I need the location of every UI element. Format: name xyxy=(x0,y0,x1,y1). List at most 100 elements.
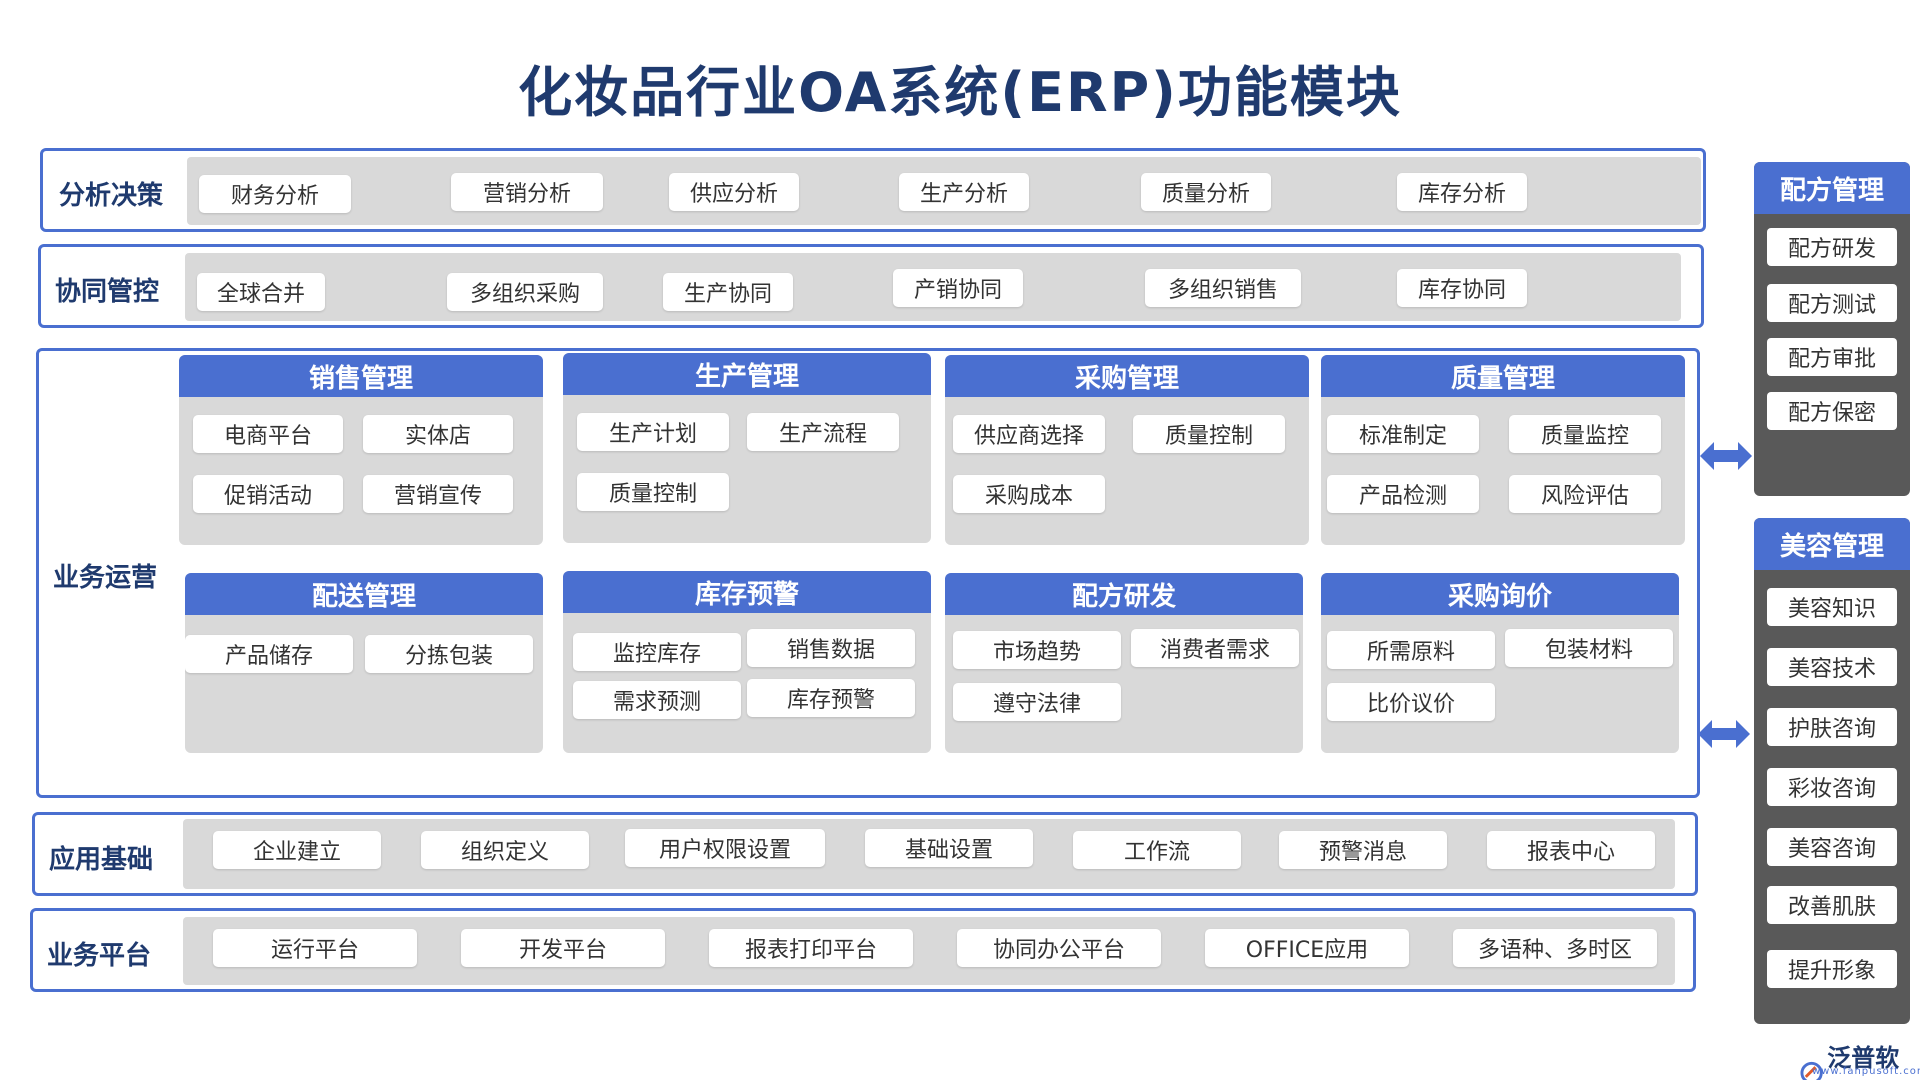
double-arrow-icon xyxy=(1698,720,1750,748)
chip-quality-monitor[interactable]: 质量监控 xyxy=(1509,415,1661,453)
row-label: 业务平台 xyxy=(47,941,152,971)
chip-formula-testing[interactable]: 配方测试 xyxy=(1767,284,1897,322)
module-title: 配方研发 xyxy=(945,573,1303,615)
chip-standard-setting[interactable]: 标准制定 xyxy=(1327,415,1479,453)
chip-physical-store[interactable]: 实体店 xyxy=(363,415,513,453)
chip-marketing[interactable]: 营销宣传 xyxy=(363,475,513,513)
row-label: 协同管控 xyxy=(55,277,160,307)
chip-sorting-packing[interactable]: 分拣包装 xyxy=(365,635,533,673)
chip-promotion[interactable]: 促销活动 xyxy=(193,475,343,513)
chip-supply-analysis[interactable]: 供应分析 xyxy=(669,173,799,211)
row-panel: 全球合并 多组织采购 生产协同 产销协同 多组织销售 库存协同 xyxy=(185,253,1681,321)
chip-user-permissions[interactable]: 用户权限设置 xyxy=(625,829,825,867)
sidebar-formula-management: 配方管理 配方研发 配方测试 配方审批 配方保密 xyxy=(1754,162,1910,496)
chip-quality-analysis[interactable]: 质量分析 xyxy=(1141,173,1271,211)
module-production: 生产管理 生产计划 生产流程 质量控制 xyxy=(563,353,931,543)
chip-inventory-analysis[interactable]: 库存分析 xyxy=(1397,173,1527,211)
module-title: 生产管理 xyxy=(563,353,931,395)
chip-production-plan[interactable]: 生产计划 xyxy=(577,413,729,451)
row-operations: 业务运营 销售管理 电商平台 实体店 促销活动 营销宣传 生产管理 生产计划 生… xyxy=(36,348,1700,798)
chip-formula-approval[interactable]: 配方审批 xyxy=(1767,338,1897,376)
chip-formula-confidential[interactable]: 配方保密 xyxy=(1767,392,1897,430)
module-purchase-inquiry: 采购询价 所需原料 包装材料 比价议价 xyxy=(1321,573,1679,753)
chip-quality-control[interactable]: 质量控制 xyxy=(1133,415,1285,453)
chip-dev-platform[interactable]: 开发平台 xyxy=(461,929,665,967)
chip-multi-org-sales[interactable]: 多组织销售 xyxy=(1145,269,1301,307)
module-title: 采购管理 xyxy=(945,355,1309,397)
chip-risk-assessment[interactable]: 风险评估 xyxy=(1509,475,1661,513)
chip-makeup-consult[interactable]: 彩妆咨询 xyxy=(1767,768,1897,806)
chip-market-trend[interactable]: 市场趋势 xyxy=(953,631,1121,669)
row-label: 分析决策 xyxy=(59,181,164,211)
chip-production-collab[interactable]: 生产协同 xyxy=(663,273,793,311)
chip-multi-org-purchase[interactable]: 多组织采购 xyxy=(447,273,603,311)
module-title: 库存预警 xyxy=(563,571,931,613)
row-panel: 运行平台 开发平台 报表打印平台 协同办公平台 OFFICE应用 多语种、多时区 xyxy=(183,917,1675,985)
chip-beauty-consult[interactable]: 美容咨询 xyxy=(1767,828,1897,866)
chip-runtime-platform[interactable]: 运行平台 xyxy=(213,929,417,967)
chip-purchase-cost[interactable]: 采购成本 xyxy=(953,475,1105,513)
module-formula-rd: 配方研发 市场趋势 消费者需求 遵守法律 xyxy=(945,573,1303,753)
row-panel: 企业建立 组织定义 用户权限设置 基础设置 工作流 预警消息 报表中心 xyxy=(183,819,1675,889)
row-foundation: 应用基础 企业建立 组织定义 用户权限设置 基础设置 工作流 预警消息 报表中心 xyxy=(32,812,1698,896)
module-title: 采购询价 xyxy=(1321,573,1679,615)
chip-office-app[interactable]: OFFICE应用 xyxy=(1205,929,1409,967)
chip-global-consolidation[interactable]: 全球合并 xyxy=(197,273,325,311)
module-sales: 销售管理 电商平台 实体店 促销活动 营销宣传 xyxy=(179,355,543,545)
chip-beauty-knowledge[interactable]: 美容知识 xyxy=(1767,588,1897,626)
row-platform: 业务平台 运行平台 开发平台 报表打印平台 协同办公平台 OFFICE应用 多语… xyxy=(30,908,1696,992)
chip-report-center[interactable]: 报表中心 xyxy=(1487,831,1655,869)
chip-price-comparison[interactable]: 比价议价 xyxy=(1327,683,1495,721)
chip-formula-rd[interactable]: 配方研发 xyxy=(1767,228,1897,266)
logo-url: www.fanpusoft.com xyxy=(1812,1066,1920,1077)
chip-multilingual[interactable]: 多语种、多时区 xyxy=(1453,929,1657,967)
chip-ecommerce[interactable]: 电商平台 xyxy=(193,415,343,453)
module-quality: 质量管理 标准制定 质量监控 产品检测 风险评估 xyxy=(1321,355,1685,545)
sidebar-title: 配方管理 xyxy=(1754,162,1910,214)
module-title: 销售管理 xyxy=(179,355,543,397)
row-panel: 财务分析 营销分析 供应分析 生产分析 质量分析 库存分析 xyxy=(187,157,1701,225)
chip-inventory-collab[interactable]: 库存协同 xyxy=(1397,269,1527,307)
chip-demand-forecast[interactable]: 需求预测 xyxy=(573,681,741,719)
chip-workflow[interactable]: 工作流 xyxy=(1073,831,1241,869)
row-analysis: 分析决策 财务分析 营销分析 供应分析 生产分析 质量分析 库存分析 xyxy=(40,148,1706,232)
page-title: 化妆品行业OA系统(ERP)功能模块 xyxy=(518,61,1402,124)
logo-icon xyxy=(1800,1061,1823,1080)
chip-improve-skin[interactable]: 改善肌肤 xyxy=(1767,886,1897,924)
module-delivery: 配送管理 产品储存 分拣包装 xyxy=(185,573,543,753)
chip-quality-control[interactable]: 质量控制 xyxy=(577,473,729,511)
chip-prod-sales-collab[interactable]: 产销协同 xyxy=(893,269,1023,307)
row-label: 应用基础 xyxy=(49,845,154,875)
chip-packaging-materials[interactable]: 包装材料 xyxy=(1505,629,1673,667)
chip-report-print-platform[interactable]: 报表打印平台 xyxy=(709,929,913,967)
module-title: 质量管理 xyxy=(1321,355,1685,397)
chip-beauty-technique[interactable]: 美容技术 xyxy=(1767,648,1897,686)
sidebar-beauty-management: 美容管理 美容知识 美容技术 护肤咨询 彩妆咨询 美容咨询 改善肌肤 提升形象 xyxy=(1754,518,1910,1024)
row-label: 业务运营 xyxy=(53,563,158,593)
module-title: 配送管理 xyxy=(185,573,543,615)
chip-production-flow[interactable]: 生产流程 xyxy=(747,413,899,451)
chip-marketing-analysis[interactable]: 营销分析 xyxy=(451,173,603,211)
chip-improve-image[interactable]: 提升形象 xyxy=(1767,950,1897,988)
chip-office-collab-platform[interactable]: 协同办公平台 xyxy=(957,929,1161,967)
chip-production-analysis[interactable]: 生产分析 xyxy=(899,173,1029,211)
sidebar-title: 美容管理 xyxy=(1754,518,1910,570)
chip-supplier-selection[interactable]: 供应商选择 xyxy=(953,415,1105,453)
module-purchasing: 采购管理 供应商选择 质量控制 采购成本 xyxy=(945,355,1309,545)
chip-monitor-inventory[interactable]: 监控库存 xyxy=(573,633,741,671)
chip-consumer-demand[interactable]: 消费者需求 xyxy=(1131,629,1299,667)
chip-inventory-alert[interactable]: 库存预警 xyxy=(747,679,915,717)
chip-org-definition[interactable]: 组织定义 xyxy=(421,831,589,869)
chip-sales-data[interactable]: 销售数据 xyxy=(747,629,915,667)
chip-product-storage[interactable]: 产品储存 xyxy=(185,635,353,673)
chip-basic-settings[interactable]: 基础设置 xyxy=(865,829,1033,867)
double-arrow-icon xyxy=(1700,442,1752,470)
chip-raw-materials[interactable]: 所需原料 xyxy=(1327,631,1495,669)
chip-skincare-consult[interactable]: 护肤咨询 xyxy=(1767,708,1897,746)
chip-alert-messages[interactable]: 预警消息 xyxy=(1279,831,1447,869)
chip-product-testing[interactable]: 产品检测 xyxy=(1327,475,1479,513)
module-inventory-alert: 库存预警 监控库存 销售数据 需求预测 库存预警 xyxy=(563,571,931,753)
chip-enterprise-setup[interactable]: 企业建立 xyxy=(213,831,381,869)
chip-financial-analysis[interactable]: 财务分析 xyxy=(199,175,351,213)
chip-legal-compliance[interactable]: 遵守法律 xyxy=(953,683,1121,721)
